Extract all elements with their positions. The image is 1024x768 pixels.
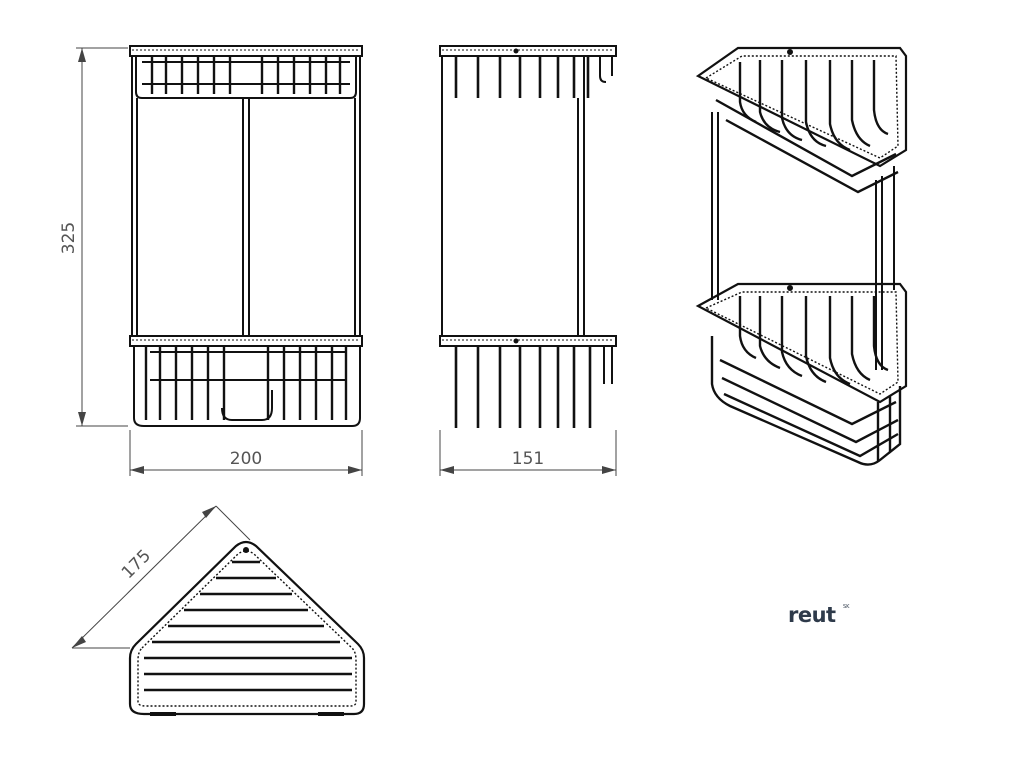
height-label: 325	[59, 222, 79, 254]
top-view: 175	[71, 505, 366, 716]
width-dimension: 200	[129, 430, 363, 476]
depth-dimension: 151	[439, 430, 617, 476]
side-label: 175	[118, 546, 155, 583]
side-view: 151	[439, 45, 617, 476]
height-dimension: 325	[59, 47, 128, 427]
brand-superscript: SK	[843, 604, 850, 610]
brand-name: reut	[788, 603, 836, 627]
front-view: 325	[59, 45, 363, 476]
isometric-view	[695, 46, 908, 466]
depth-label: 151	[512, 449, 544, 469]
width-label: 200	[230, 449, 262, 469]
side-dimension: 175	[71, 505, 251, 649]
brand-logo: reut SK	[788, 603, 850, 627]
